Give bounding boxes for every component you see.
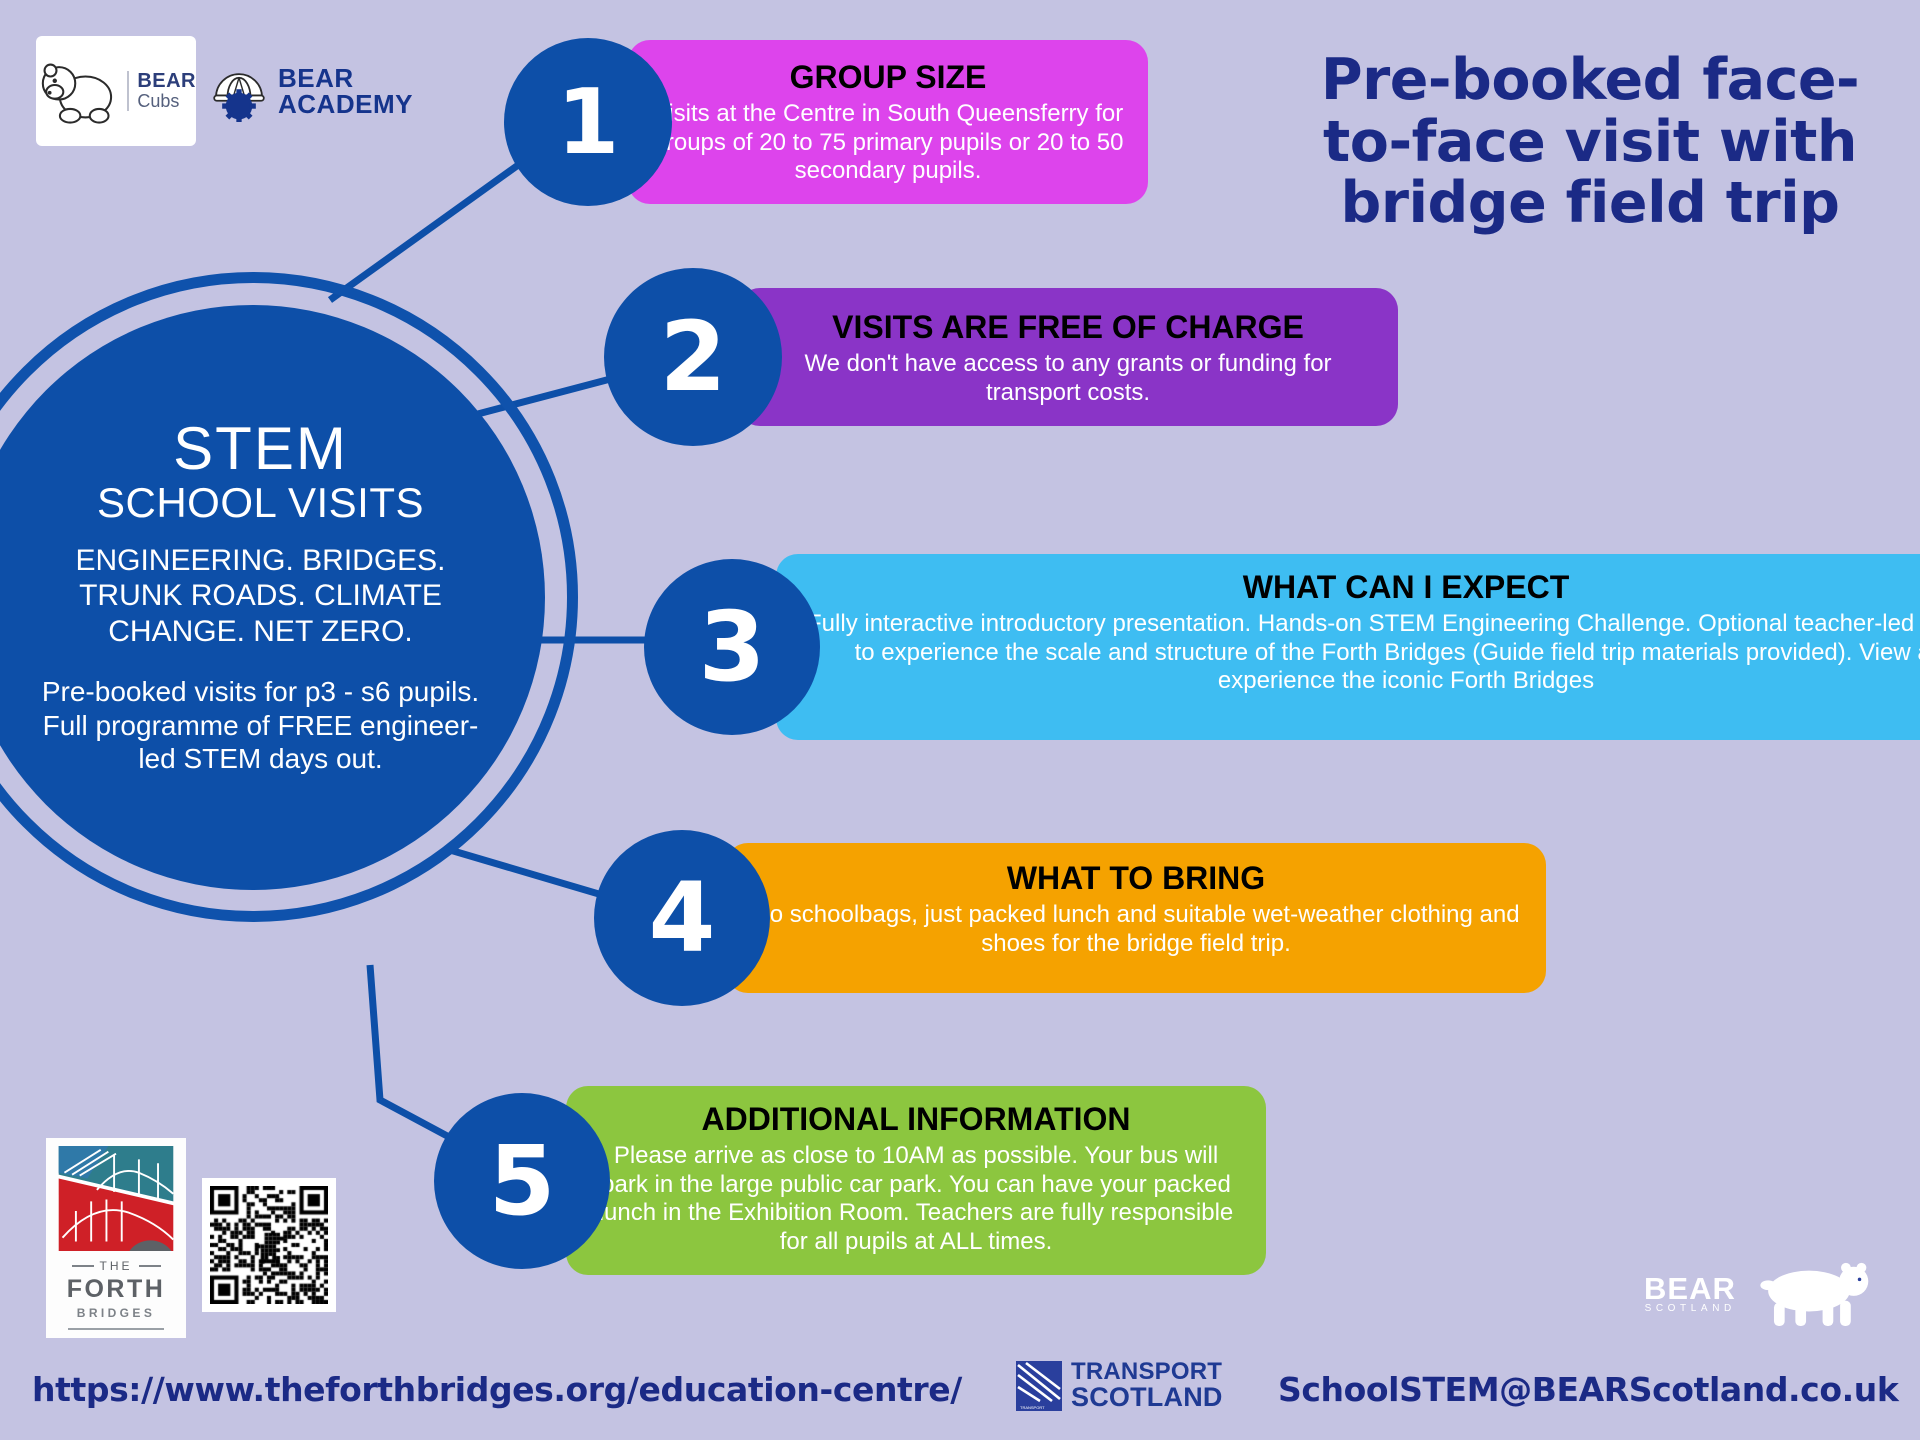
fb-rule-left bbox=[71, 1265, 94, 1268]
bear-cubs-logo: BEAR Cubs bbox=[36, 36, 196, 146]
step-4-number: 4 bbox=[594, 830, 770, 1006]
contact-email[interactable]: SchoolSTEM@BEARScotland.co.uk bbox=[1278, 1370, 1899, 1409]
bear-cubs-label-line2: Cubs bbox=[137, 91, 180, 112]
forth-bridges-sub: BRIDGES bbox=[76, 1306, 156, 1321]
step-5-title: ADDITIONAL INFORMATION bbox=[701, 1101, 1131, 1137]
forth-bridges-name: FORTH bbox=[66, 1275, 166, 1304]
hub-title: STEM bbox=[173, 414, 348, 482]
svg-text:TRANSPORT: TRANSPORT bbox=[1020, 1405, 1045, 1410]
saltire-mark-icon: TRANSPORT bbox=[1016, 1360, 1062, 1411]
polar-bear-icon bbox=[1760, 1262, 1869, 1327]
fb-bottom-rule bbox=[68, 1328, 164, 1330]
bear-scotland-logo: BEAR SCOTLAND bbox=[1644, 1258, 1872, 1328]
qr-code[interactable] bbox=[202, 1178, 336, 1312]
hub-subtitle: SCHOOL VISITS bbox=[96, 478, 425, 526]
transport-scotland-line2: SCOTLAND bbox=[1071, 1382, 1223, 1412]
bear-scotland-line1: BEAR bbox=[1644, 1270, 1736, 1306]
step-3[interactable]: 3 WHAT CAN I EXPECT Fully interactive in… bbox=[644, 554, 1920, 740]
step-5-panel: ADDITIONAL INFORMATION Please arrive as … bbox=[566, 1086, 1266, 1276]
step-5-number: 5 bbox=[434, 1092, 610, 1269]
step-5[interactable]: 5 ADDITIONAL INFORMATION Please arrive a… bbox=[434, 1086, 1266, 1276]
hub-blurb: Pre-booked visits for p3 - s6 pupils. Fu… bbox=[41, 676, 480, 775]
step-4-panel: WHAT TO BRING No schoolbags, just packed… bbox=[726, 843, 1546, 993]
bear-scotland-line2: SCOTLAND bbox=[1644, 1302, 1736, 1314]
bear-cubs-label-line1: BEAR bbox=[137, 70, 196, 93]
step-1-panel: GROUP SIZE Visits at the Centre in South… bbox=[628, 39, 1148, 205]
website-url[interactable]: https://www.theforthbridges.org/educatio… bbox=[32, 1370, 962, 1409]
step-1-body: Visits at the Centre in South Queensferr… bbox=[652, 99, 1124, 185]
step-2-body: We don't have access to any grants or fu… bbox=[804, 349, 1332, 406]
transport-scotland-line1: TRANSPORT bbox=[1071, 1358, 1223, 1385]
fb-rule-right bbox=[138, 1265, 161, 1268]
step-1-title: GROUP SIZE bbox=[789, 58, 987, 95]
transport-scotland-logo: TRANSPORT TRANSPORT SCOTLAND bbox=[1016, 1360, 1223, 1411]
hard-hat-gear-icon bbox=[213, 73, 265, 122]
page-headline: Pre-booked face-to-face visit with bridg… bbox=[1320, 47, 1860, 237]
step-4-title: WHAT TO BRING bbox=[1006, 860, 1266, 896]
step-2-panel: VISITS ARE FREE OF CHARGE We don't have … bbox=[738, 288, 1398, 426]
hub-topics: ENGINEERING. BRIDGES. TRUNK ROADS. CLIMA… bbox=[75, 544, 446, 648]
bear-academy-label-line2: ACADEMY bbox=[278, 89, 413, 119]
step-3-title: WHAT CAN I EXPECT bbox=[1242, 569, 1570, 605]
polar-bear-cub-icon bbox=[41, 63, 113, 124]
step-3-panel: WHAT CAN I EXPECT Fully interactive intr… bbox=[776, 554, 1920, 740]
forth-bridges-the: THE bbox=[99, 1259, 133, 1274]
three-bridges-icon bbox=[58, 1146, 174, 1252]
hub-outer-ring bbox=[0, 272, 578, 922]
step-1-number: 1 bbox=[504, 38, 672, 206]
step-3-body: Fully interactive introductory presentat… bbox=[807, 609, 1920, 695]
bear-academy-logo: BEAR ACADEMY bbox=[208, 36, 412, 146]
step-2-number: 2 bbox=[604, 268, 782, 446]
step-4[interactable]: 4 WHAT TO BRING No schoolbags, just pack… bbox=[594, 830, 1546, 1006]
step-2-title: VISITS ARE FREE OF CHARGE bbox=[832, 309, 1304, 345]
step-4-body: No schoolbags, just packed lunch and sui… bbox=[752, 900, 1520, 957]
step-1[interactable]: 1 GROUP SIZE Visits at the Centre in Sou… bbox=[504, 38, 1148, 206]
forth-bridges-logo: THE FORTH BRIDGES bbox=[46, 1138, 186, 1338]
step-3-number: 3 bbox=[644, 559, 820, 735]
bear-academy-label-line1: BEAR bbox=[278, 63, 354, 93]
step-5-body: Please arrive as close to 10AM as possib… bbox=[598, 1141, 1234, 1256]
qr-code-image[interactable] bbox=[210, 1186, 328, 1304]
step-2[interactable]: 2 VISITS ARE FREE OF CHARGE We don't hav… bbox=[604, 268, 1398, 446]
